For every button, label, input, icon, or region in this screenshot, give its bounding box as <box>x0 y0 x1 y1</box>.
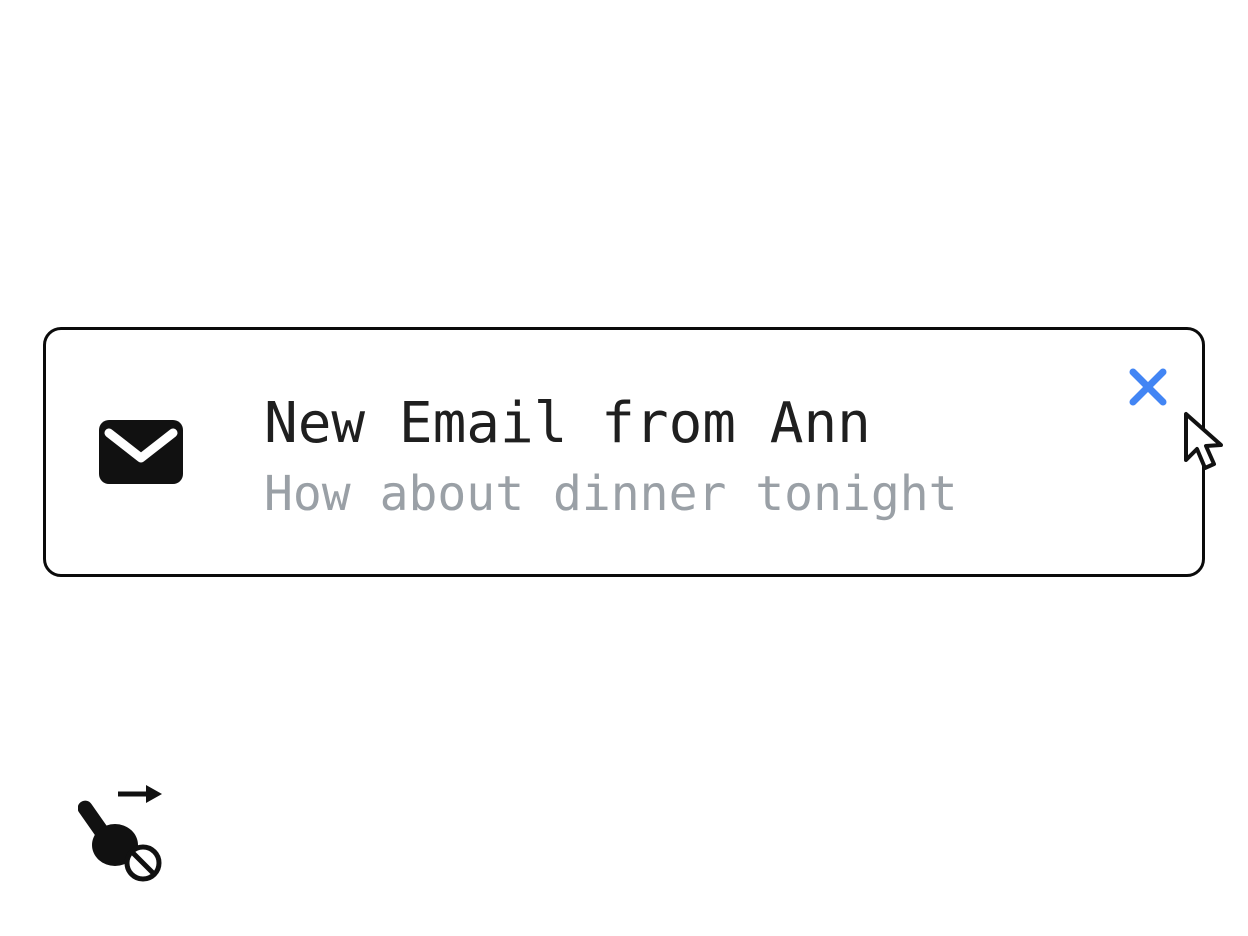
notification-text: New Email from Ann How about dinner toni… <box>264 388 958 524</box>
close-icon <box>1129 368 1167 406</box>
notification-title: New Email from Ann <box>264 391 871 456</box>
close-button[interactable] <box>1124 363 1172 411</box>
email-icon <box>99 420 183 484</box>
notification-subtitle: How about dinner tonight <box>264 466 958 522</box>
swipe-blocked-icon <box>77 776 174 886</box>
cursor-icon <box>1176 410 1232 476</box>
notification-card[interactable]: New Email from Ann How about dinner toni… <box>43 327 1205 577</box>
